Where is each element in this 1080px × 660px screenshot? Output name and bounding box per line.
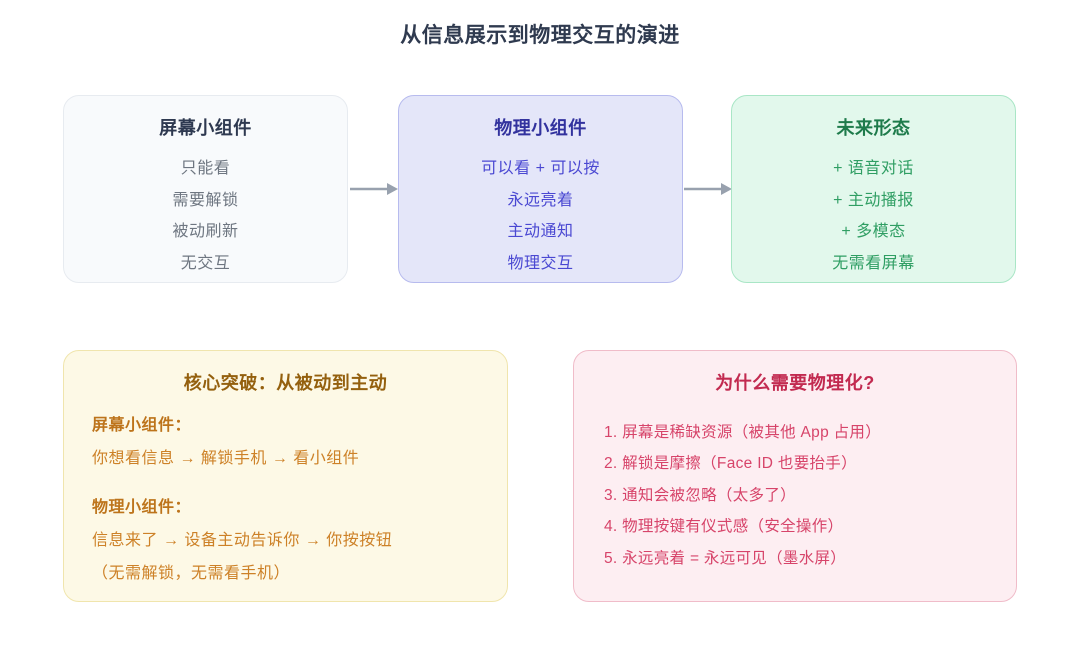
flow-box-title: 未来形态: [836, 118, 911, 138]
note-title: 核心突破：从被动到主动: [183, 373, 388, 393]
note-heading: 屏幕小组件：: [92, 417, 192, 434]
note-list: 1. 屏幕是稀缺资源（被其他 App 占用） 2. 解锁是摩擦（Face ID …: [574, 417, 1016, 574]
flow-box-items: 可以看 + 可以按 永远亮着 主动通知 物理交互: [399, 153, 682, 279]
list-item: 1. 屏幕是稀缺资源（被其他 App 占用）: [604, 424, 882, 441]
flow-box-title: 物理小组件: [494, 118, 587, 138]
note-line: 信息来了 → 设备主动告诉你 → 你按按钮: [92, 532, 393, 549]
list-item: 主动通知: [507, 223, 574, 240]
note-title: 为什么需要物理化?: [715, 373, 875, 393]
list-item: 物理交互: [507, 254, 574, 272]
flow-box-physical-widget: 物理小组件 可以看 + 可以按 永远亮着 主动通知 物理交互: [398, 95, 683, 283]
list-item: 永远亮着: [507, 191, 574, 209]
note-heading: 物理小组件：: [92, 499, 192, 516]
list-item: + 语音对话: [833, 160, 914, 177]
list-item: 被动刷新: [172, 223, 239, 240]
list-item: 3. 通知会被忽略（太多了）: [604, 486, 796, 504]
flow-box-items: + 语音对话 + 主动播报 + 多模态 无需看屏幕: [732, 153, 1015, 279]
note-body: 屏幕小组件： 你想看信息 → 解锁手机 → 看小组件 物理小组件： 信息来了 →…: [64, 409, 507, 590]
list-item: 5. 永远亮着 = 永远可见（墨水屏）: [604, 549, 847, 567]
list-item: 可以看 + 可以按: [481, 160, 600, 177]
note-section-physical-widget: 物理小组件： 信息来了 → 设备主动告诉你 → 你按按钮 （无需解锁，无需看手机…: [92, 491, 479, 590]
note-section-screen-widget: 屏幕小组件： 你想看信息 → 解锁手机 → 看小组件: [92, 409, 479, 475]
note-line: 你想看信息 → 解锁手机 → 看小组件: [92, 450, 360, 467]
list-item: + 主动播报: [833, 191, 914, 209]
note-box-why-physical: 为什么需要物理化? 1. 屏幕是稀缺资源（被其他 App 占用） 2. 解锁是摩…: [573, 350, 1017, 602]
note-box-core-breakthrough: 核心突破：从被动到主动 屏幕小组件： 你想看信息 → 解锁手机 → 看小组件 物…: [63, 350, 508, 602]
flow-box-title: 屏幕小组件: [159, 118, 252, 138]
flow-box-screen-widget: 屏幕小组件 只能看 需要解锁 被动刷新 无交互: [63, 95, 348, 283]
flow-box-items: 只能看 需要解锁 被动刷新 无交互: [64, 153, 347, 279]
arrow-right-icon: [684, 183, 732, 195]
flow-box-future-form: 未来形态 + 语音对话 + 主动播报 + 多模态 无需看屏幕: [731, 95, 1016, 283]
list-item: 需要解锁: [172, 191, 239, 209]
list-item: + 多模态: [841, 223, 906, 240]
note-line: （无需解锁，无需看手机）: [92, 565, 291, 582]
list-item: 无需看屏幕: [832, 254, 915, 272]
list-item: 2. 解锁是摩擦（Face ID 也要抬手）: [604, 455, 857, 473]
arrow-right-icon: [350, 183, 398, 195]
page-title: 从信息展示到物理交互的演进: [400, 24, 680, 47]
list-item: 只能看: [180, 160, 231, 177]
list-item: 无交互: [180, 254, 231, 272]
list-item: 4. 物理按键有仪式感（安全操作）: [604, 518, 844, 536]
